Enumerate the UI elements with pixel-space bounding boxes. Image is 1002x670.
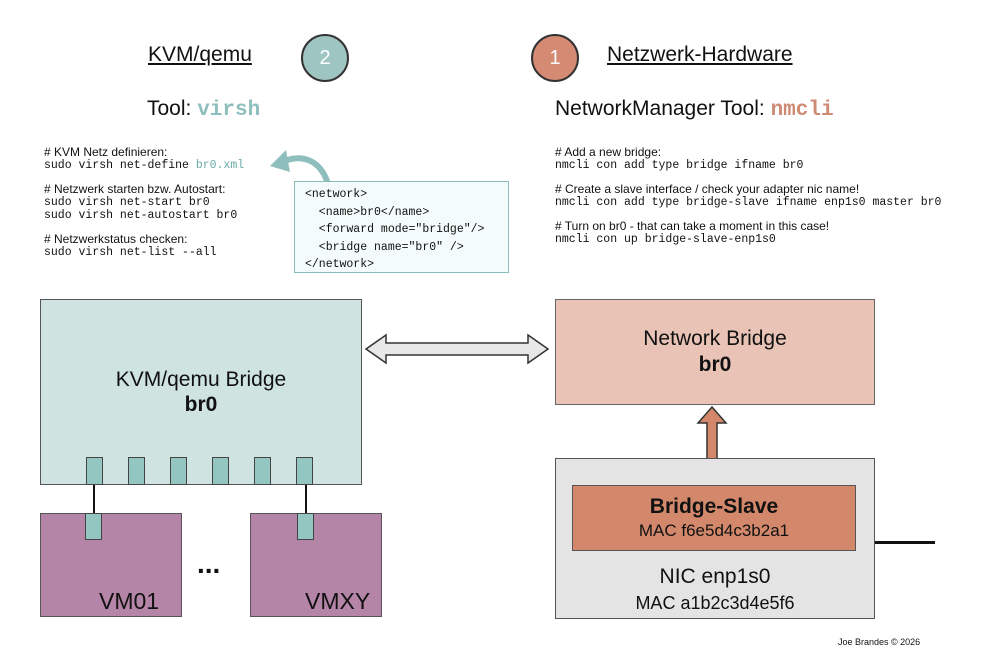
network-xml-box: <network> <name>br0</name> <forward mode… — [294, 181, 509, 273]
vm01-nic-port — [85, 513, 102, 540]
nic-mac: MAC a1b2c3d4e5f6 — [635, 593, 795, 613]
virsh-command-define: sudo virsh net-define br0.xml — [44, 159, 245, 172]
bridge-port — [128, 457, 145, 485]
virsh-command-list: sudo virsh net-list --all — [44, 246, 217, 259]
nic-title: NIC enp1s0 — [659, 565, 771, 588]
kvm-bridge-title: KVM/qemu Bridge — [115, 368, 287, 391]
curved-arrow-icon — [270, 150, 331, 186]
xml-line: <network> — [305, 188, 368, 201]
virsh-comment-status: # Netzwerkstatus checken: — [44, 232, 188, 246]
bridge-port — [254, 457, 271, 485]
vm01-label: VM01 — [99, 588, 160, 614]
nmcli-command-slave: nmcli con add type bridge-slave ifname e… — [555, 196, 942, 209]
kvm-tool-line: Tool: virsh — [147, 97, 260, 122]
virsh-command-start: sudo virsh net-start br0 — [44, 196, 210, 209]
nmcli-comment-up: # Turn on br0 - that can take a moment i… — [555, 219, 830, 233]
network-bridge-box — [555, 299, 875, 405]
vm-ellipsis: ... — [197, 548, 221, 579]
vmxy-label: VMXY — [305, 588, 371, 614]
xml-line: <bridge name="br0" /> — [305, 240, 464, 254]
kvm-bridge-box — [40, 299, 362, 485]
bridge-port — [296, 457, 313, 485]
kvm-heading: KVM/qemu — [148, 43, 252, 66]
vmxy-nic-port — [297, 513, 314, 540]
virsh-comment-start: # Netzwerk starten bzw. Autostart: — [44, 182, 226, 196]
network-bridge-title: Network Bridge — [643, 327, 787, 350]
nm-tool-prefix: NetworkManager Tool: — [555, 97, 771, 120]
xml-line: <forward mode="bridge"/> — [305, 223, 485, 236]
bridge-port — [212, 457, 229, 485]
xml-line: <name>br0</name> — [305, 205, 430, 219]
kvm-bridge-name: br0 — [184, 393, 218, 416]
virsh-commands: # KVM Netz definieren: sudo virsh net-de… — [44, 145, 245, 260]
nm-tool-line: NetworkManager Tool: nmcli — [555, 97, 834, 122]
nmcli-comment-add: # Add a new bridge: — [555, 145, 662, 159]
bridge-slave-mac: MAC f6e5d4c3b2a1 — [638, 521, 790, 540]
nmcli-comment-slave: # Create a slave interface / check your … — [555, 182, 860, 196]
nmcli-command-add: nmcli con add type bridge ifname br0 — [555, 159, 804, 172]
bidirectional-arrow-icon — [364, 333, 550, 365]
bridge-slave-box — [572, 485, 856, 551]
step-1-badge: 1 — [531, 34, 579, 82]
virsh-command-autostart: sudo virsh net-autostart br0 — [44, 209, 238, 222]
copyright-footer: Joe Brandes © 2026 — [838, 637, 921, 647]
vm01-link-line — [93, 485, 95, 513]
step-2-badge: 2 — [301, 34, 349, 82]
vmxy-link-line — [305, 485, 307, 513]
nmcli-tool-name: nmcli — [770, 99, 834, 122]
bridge-slave-title: Bridge-Slave — [649, 495, 779, 518]
nmcli-command-up: nmcli con up bridge-slave-enp1s0 — [555, 233, 776, 246]
bridge-port — [170, 457, 187, 485]
kvm-tool-prefix: Tool: — [147, 97, 198, 120]
xml-line: </network> — [305, 258, 375, 271]
virsh-tool-name: virsh — [197, 99, 261, 122]
vm01-box — [40, 513, 182, 617]
br0-xml-filename: br0.xml — [195, 159, 245, 172]
network-cable-line — [875, 541, 935, 544]
virsh-comment-define: # KVM Netz definieren: — [44, 145, 168, 159]
vmxy-box — [250, 513, 382, 617]
bridge-port — [86, 457, 103, 485]
network-bridge-name: br0 — [698, 353, 732, 376]
hardware-heading: Netzwerk-Hardware — [607, 43, 793, 66]
nmcli-commands: # Add a new bridge: nmcli con add type b… — [555, 145, 942, 247]
